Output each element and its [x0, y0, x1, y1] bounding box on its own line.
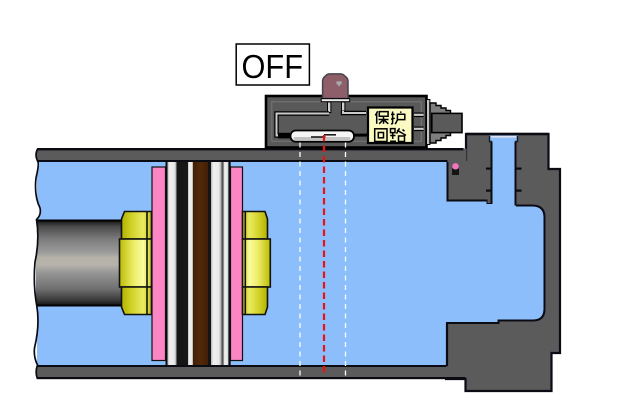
svg-text:OFF: OFF: [242, 48, 304, 85]
